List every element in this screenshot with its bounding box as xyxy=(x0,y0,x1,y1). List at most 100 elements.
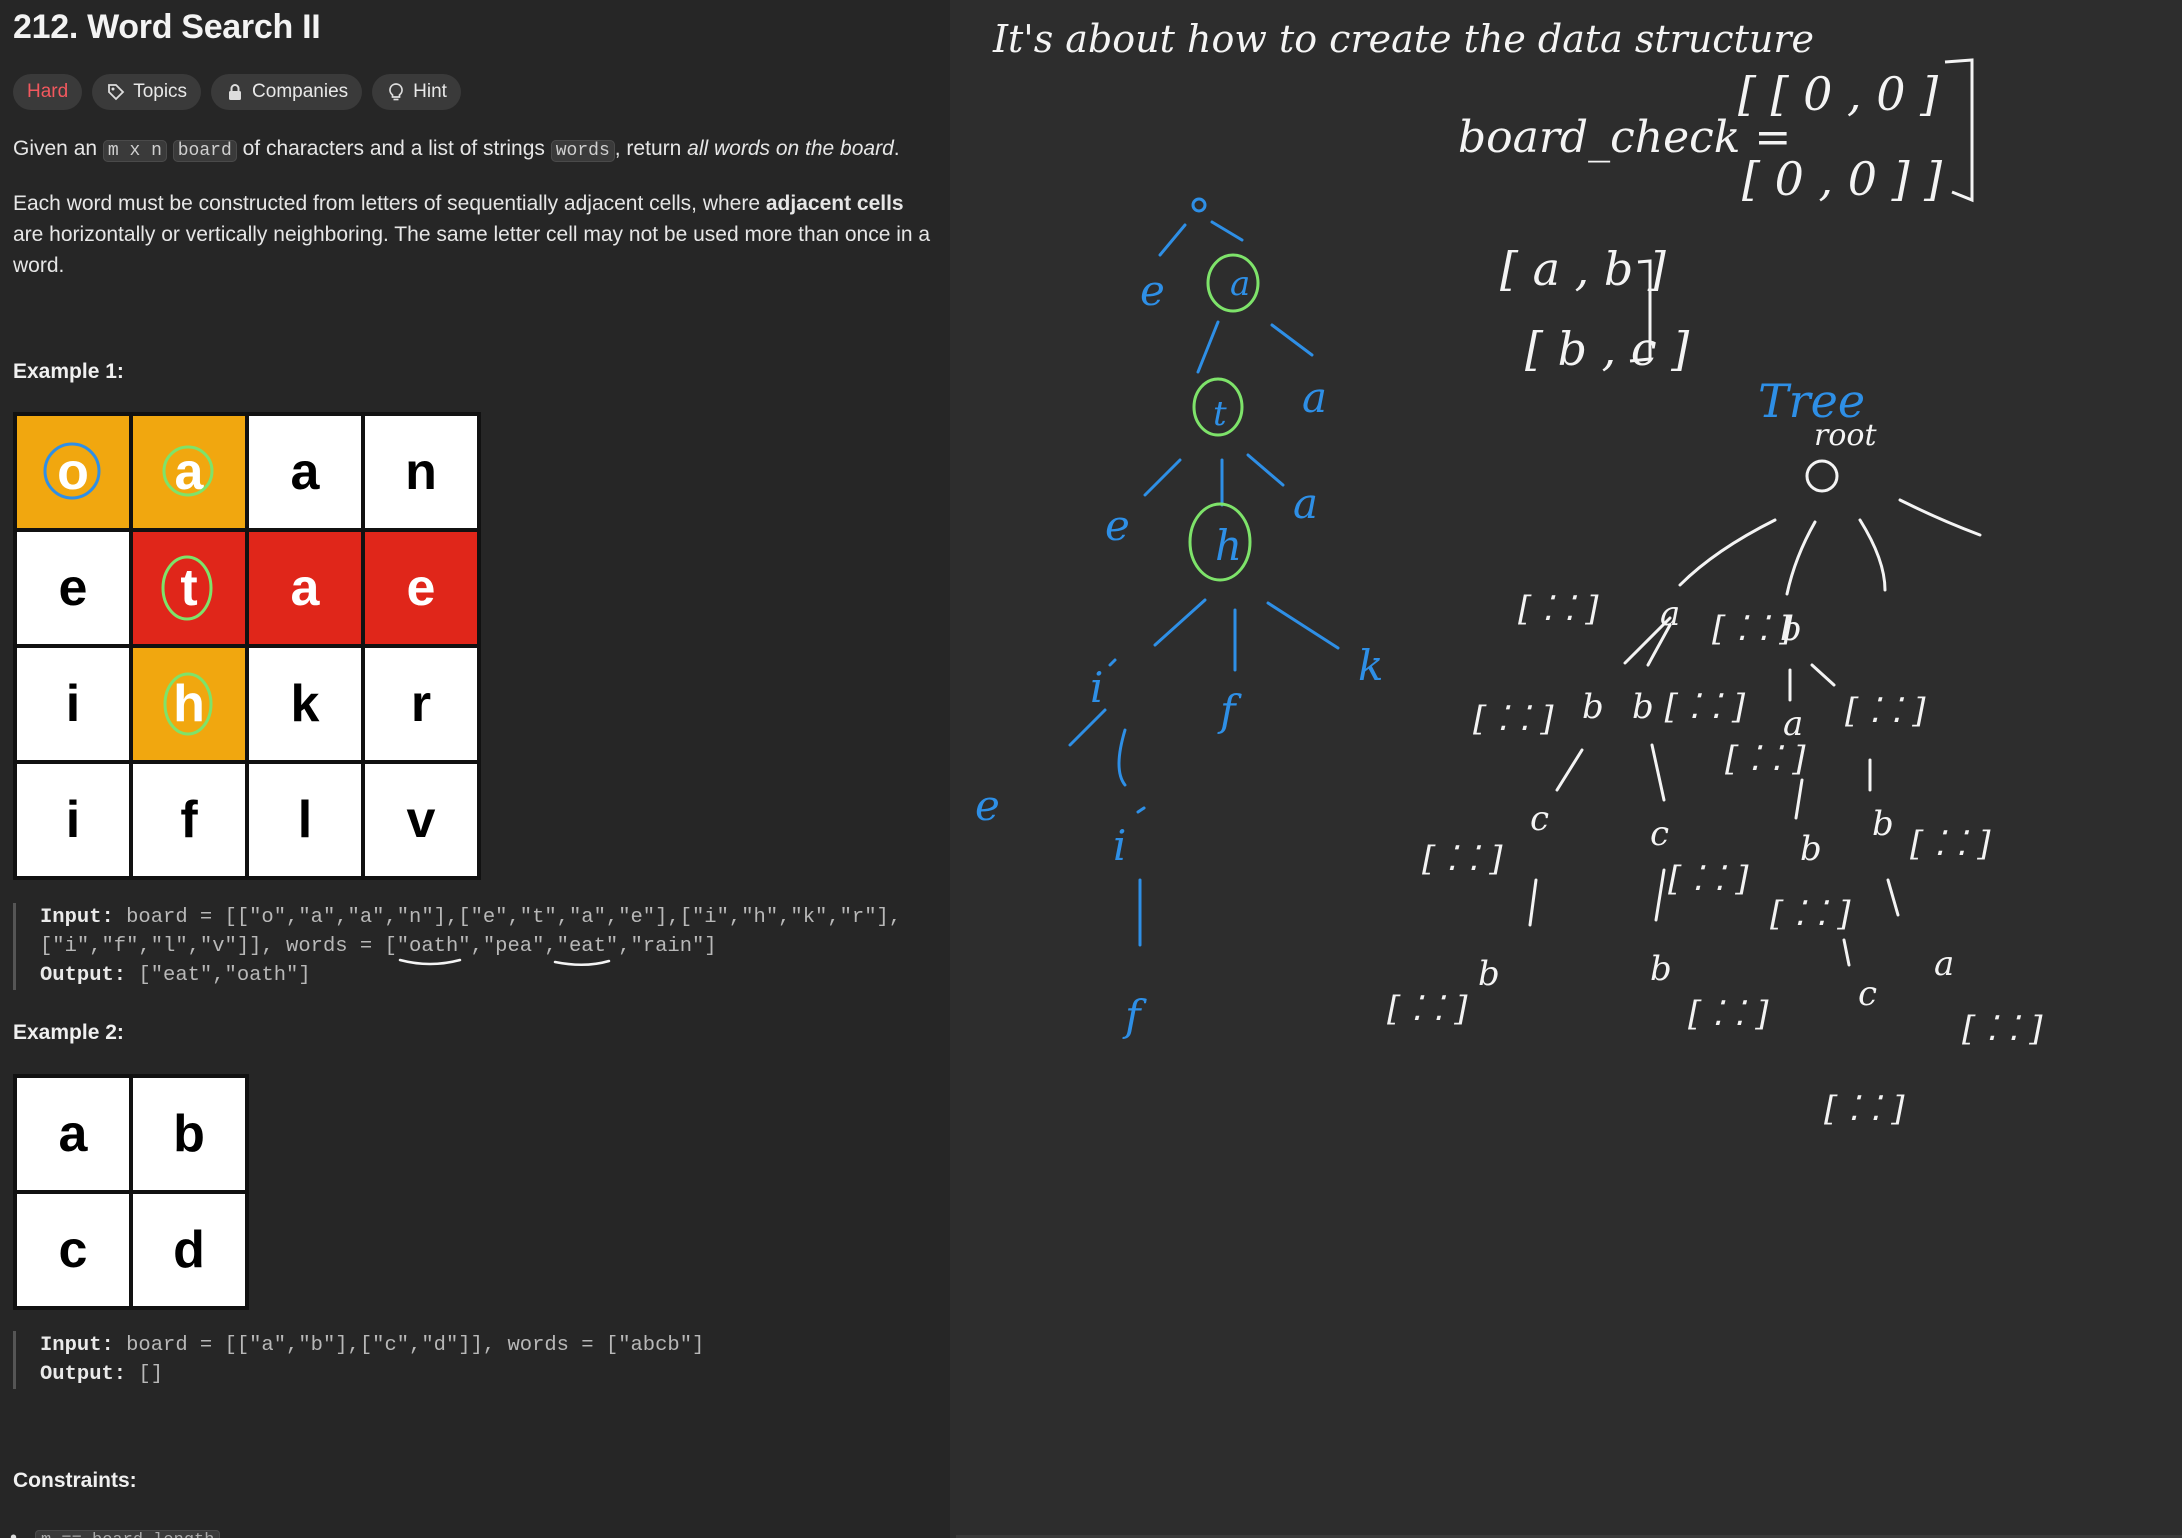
underline-oath xyxy=(398,958,462,966)
green-circle-h xyxy=(163,672,213,736)
small-matrix-top: [ a , b ] xyxy=(1500,242,1666,296)
svg-text:[ ⁚ ⁚ ]: [ ⁚ ⁚ ] xyxy=(1962,1009,2043,1049)
svg-text:a: a xyxy=(1660,594,1680,634)
svg-text:t: t xyxy=(1213,394,1227,434)
svg-text:a: a xyxy=(1783,704,1803,744)
svg-text:[ ⁚ ⁚ ]: [ ⁚ ⁚ ] xyxy=(1770,894,1851,934)
inline-code-words: words xyxy=(550,140,615,162)
board-cell: f xyxy=(131,762,247,878)
example-2-heading: Example 2: xyxy=(13,1021,124,1044)
white-tree-drawing xyxy=(1528,459,1982,967)
blue-trie-drawing xyxy=(1068,197,1340,947)
board-cell: e xyxy=(15,530,131,646)
board-cell: i xyxy=(15,762,131,878)
board-cell: h xyxy=(131,646,247,762)
svg-text:a: a xyxy=(1302,373,1327,422)
svg-text:[ ⁚ ⁚ ]: [ ⁚ ⁚ ] xyxy=(1473,699,1554,739)
board-cell: k xyxy=(247,646,363,762)
difficulty-label: Hard xyxy=(27,81,69,102)
svg-text:e: e xyxy=(1140,266,1165,315)
board-check-matrix-bottom: [ 0 , 0 ] ] xyxy=(1742,152,1942,206)
svg-text:k: k xyxy=(1358,641,1383,690)
board-cell: i xyxy=(15,646,131,762)
whiteboard-canvas[interactable] xyxy=(950,0,2182,1538)
inline-code-mxn: m x n xyxy=(102,140,167,162)
problem-title: 212. Word Search II xyxy=(13,8,321,46)
svg-text:a: a xyxy=(1230,264,1250,304)
board-check-label: board_check = xyxy=(1458,112,1791,163)
board-cell: l xyxy=(247,762,363,878)
svg-text:b: b xyxy=(1800,829,1822,869)
svg-text:[ ⁚ ⁚ ]: [ ⁚ ⁚ ] xyxy=(1422,839,1503,879)
green-circle-a xyxy=(162,445,214,497)
canvas-bottom-edge xyxy=(956,1535,2182,1538)
svg-text:[ ⁚ ⁚ ]: [ ⁚ ⁚ ] xyxy=(1845,691,1926,731)
example-1-code: Input: board = [["o","a","a","n"],["e","… xyxy=(13,903,901,990)
board-cell: n xyxy=(363,414,479,530)
hint-tag[interactable]: Hint xyxy=(372,74,461,110)
svg-text:c: c xyxy=(1530,799,1549,839)
board-cell: a xyxy=(247,414,363,530)
board-cell: c xyxy=(15,1192,131,1308)
green-circle-t xyxy=(161,555,213,621)
svg-text:[ ⁚ ⁚ ]: [ ⁚ ⁚ ] xyxy=(1712,609,1793,649)
topics-label: Topics xyxy=(133,81,188,102)
root-label: root xyxy=(1814,418,1877,453)
svg-text:[ ⁚ ⁚ ]: [ ⁚ ⁚ ] xyxy=(1824,1089,1905,1129)
topics-tag[interactable]: Topics xyxy=(92,74,202,110)
svg-text:[ ⁚ ⁚ ]: [ ⁚ ⁚ ] xyxy=(1688,994,1769,1034)
tag-icon xyxy=(108,84,125,101)
board-cell: t xyxy=(131,530,247,646)
board-cell: e xyxy=(363,530,479,646)
whiteboard-note: It's about how to create the data struct… xyxy=(992,17,1814,61)
svg-text:a: a xyxy=(1934,944,1954,984)
svg-text:a: a xyxy=(1293,479,1318,528)
example-2-code: Input: board = [["a","b"],["c","d"]], wo… xyxy=(13,1331,704,1389)
board-check-matrix-top: [ [ 0 , 0 ] xyxy=(1738,67,1938,121)
svg-text:e: e xyxy=(975,781,1000,830)
svg-text:i: i xyxy=(1090,663,1103,712)
svg-text:b: b xyxy=(1780,609,1802,649)
svg-text:b: b xyxy=(1872,804,1894,844)
svg-text:b: b xyxy=(1582,687,1604,727)
svg-text:f: f xyxy=(1122,991,1147,1040)
svg-text:h: h xyxy=(1215,521,1242,570)
board-cell: b xyxy=(131,1076,247,1192)
board-cell: o xyxy=(15,414,131,530)
svg-text:c: c xyxy=(1858,974,1877,1014)
board-cell: r xyxy=(363,646,479,762)
problem-tags: Hard Topics Companies Hint xyxy=(13,74,461,110)
board-cell: a xyxy=(247,530,363,646)
underline-eat xyxy=(553,959,611,966)
board-cell: a xyxy=(15,1076,131,1192)
small-matrix-bracket-right xyxy=(1629,259,1652,363)
svg-text:i: i xyxy=(1113,821,1126,870)
description-paragraph-2: Each word must be constructed from lette… xyxy=(13,192,931,277)
svg-text:[ ⁚ ⁚ ]: [ ⁚ ⁚ ] xyxy=(1725,739,1806,779)
matrix-bracket-right xyxy=(1944,58,1974,203)
board-cell: v xyxy=(363,762,479,878)
svg-text:b: b xyxy=(1650,949,1672,989)
svg-text:e: e xyxy=(1105,501,1130,550)
board-cell: a xyxy=(131,414,247,530)
svg-text:[ ⁚ ⁚ ]: [ ⁚ ⁚ ] xyxy=(1518,589,1599,629)
companies-tag[interactable]: Companies xyxy=(211,74,363,110)
difficulty-tag[interactable]: Hard xyxy=(13,74,83,110)
example-1-heading: Example 1: xyxy=(13,360,124,383)
inline-code-board: board xyxy=(172,140,237,162)
white-tree-labels: [ ⁚ ⁚ ] a [ ⁚ ⁚ ] b [ ⁚ ⁚ ] b b [ ⁚ ⁚ ] … xyxy=(1387,589,2043,1129)
constraints-heading: Constraints: xyxy=(13,1469,137,1492)
lock-icon xyxy=(229,84,242,100)
svg-text:[ ⁚ ⁚ ]: [ ⁚ ⁚ ] xyxy=(1910,824,1991,864)
problem-panel: 212. Word Search II Hard Topics Companie… xyxy=(0,0,950,1538)
svg-text:[ ⁚ ⁚ ]: [ ⁚ ⁚ ] xyxy=(1387,989,1468,1029)
constraint-item: •m == board.length xyxy=(10,1527,221,1538)
tree-label: Tree xyxy=(1758,374,1865,428)
hint-label: Hint xyxy=(413,81,447,102)
svg-text:f: f xyxy=(1217,686,1242,735)
blue-circle-o xyxy=(43,442,101,500)
lightbulb-icon xyxy=(389,83,404,101)
